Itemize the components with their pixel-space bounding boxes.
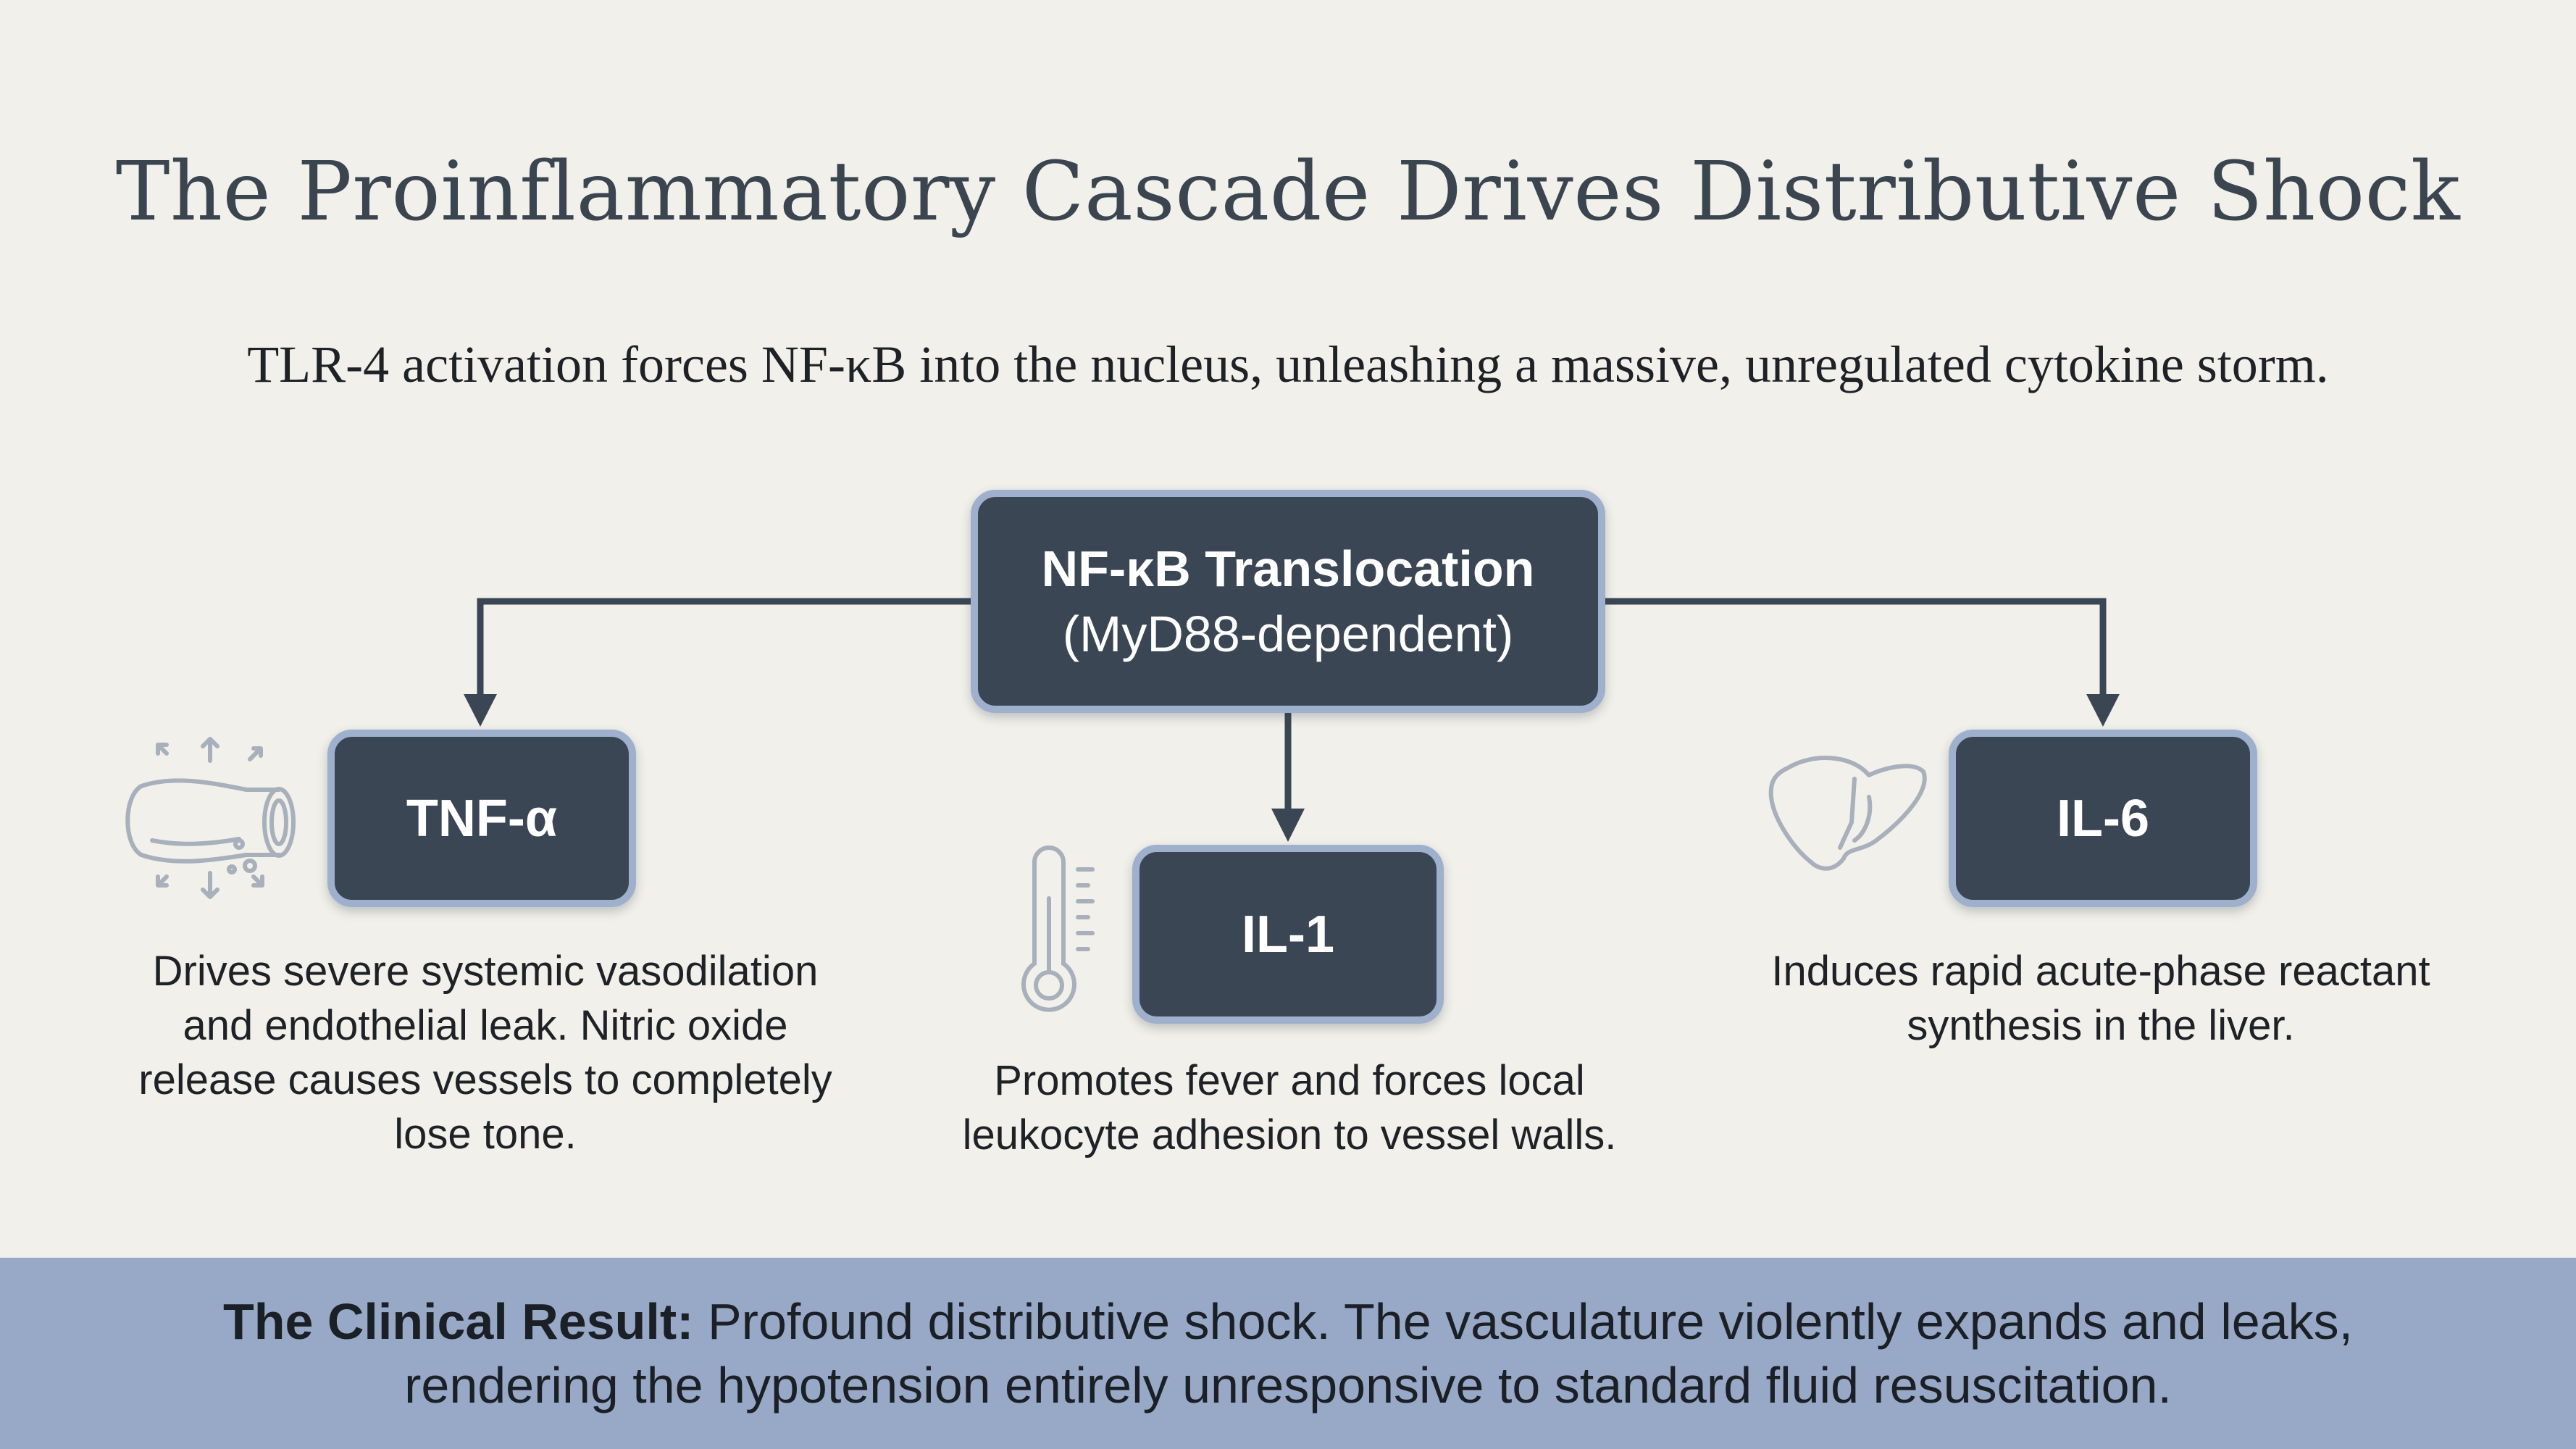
- nf-kb-node-subtitle: (MyD88-dependent): [1062, 606, 1514, 662]
- il-1-label: IL-1: [1241, 905, 1334, 964]
- il-1-description: Promotes fever and forces local leukocyt…: [962, 1057, 1617, 1158]
- tnf-alpha-label: TNF-α: [406, 789, 558, 848]
- liver-icon: [1768, 756, 1927, 871]
- nf-kb-translocation-node: NF-κB Translocation (MyD88-dependent): [971, 490, 1605, 713]
- clinical-result-banner: The Clinical Result: Profound distributi…: [0, 1258, 2576, 1449]
- il-6-label: IL-6: [2056, 789, 2149, 848]
- tnf-alpha-node: TNF-α: [327, 730, 636, 907]
- il-6-description: Induces rapid acute-phase reactant synth…: [1771, 948, 2430, 1049]
- arrowhead-il6: [2086, 694, 2120, 727]
- thermometer-icon: [1021, 845, 1095, 1012]
- il-6-node: IL-6: [1949, 730, 2257, 907]
- il-1-node: IL-1: [1132, 845, 1444, 1024]
- connector-to-il6: [1605, 598, 2107, 696]
- tnf-alpha-description: Drives severe systemic vasodilation and …: [138, 948, 832, 1158]
- arrowhead-il1: [1271, 809, 1305, 842]
- clinical-result-text: The Clinical Result: Profound distributi…: [201, 1290, 2375, 1417]
- clinical-result-lead: The Clinical Result:: [222, 1293, 694, 1350]
- arrowhead-tnf: [464, 694, 497, 727]
- blood-vessel-dilation-icon: [125, 737, 296, 899]
- clinical-result-body: Profound distributive shock. The vascula…: [404, 1293, 2354, 1413]
- connector-to-tnf: [477, 598, 971, 696]
- page-subtitle: TLR-4 activation forces NF-κB into the n…: [247, 335, 2329, 393]
- page-title: The Proinflammatory Cascade Drives Distr…: [115, 145, 2461, 239]
- nf-kb-node-title: NF-κB Translocation: [1041, 540, 1535, 597]
